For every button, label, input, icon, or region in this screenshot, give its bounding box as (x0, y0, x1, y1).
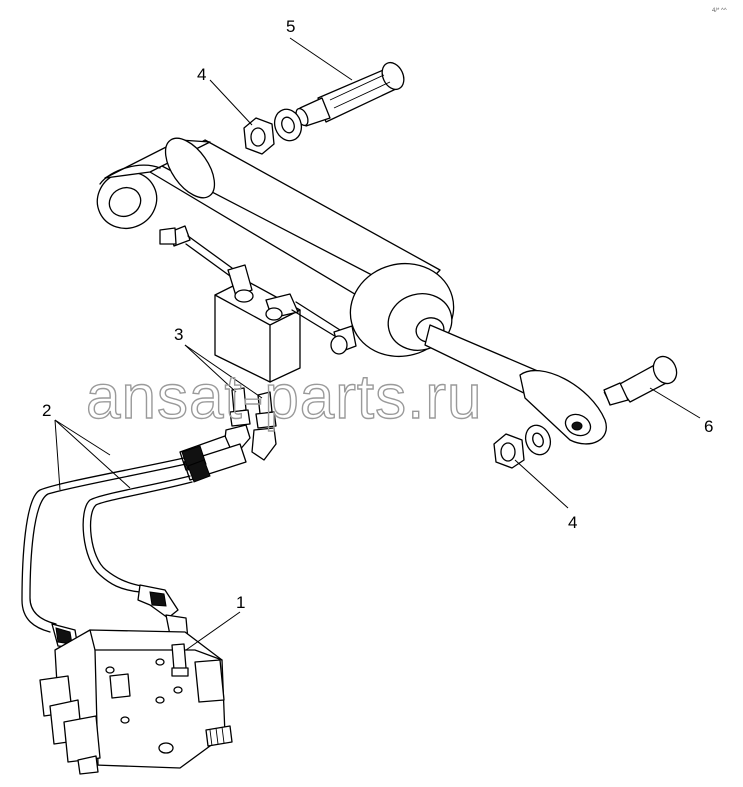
callout-2: 2 (42, 401, 51, 420)
hydraulic-cylinder (96, 137, 607, 445)
callout-1: 1 (236, 593, 245, 612)
callout-4-top: 4 (197, 65, 206, 84)
pin-5 (295, 61, 405, 127)
hydraulic-hoses-2 (21, 435, 247, 691)
callout-4-bottom: 4 (568, 513, 577, 532)
callout-leaders (54, 37, 701, 651)
watermark: ansat-parts.ru (86, 363, 483, 432)
nut-4-top (243, 117, 275, 155)
control-valve-1 (39, 629, 233, 775)
washer-bottom (524, 424, 552, 456)
callout-5: 5 (286, 17, 295, 36)
pin-6 (603, 355, 678, 406)
callout-6: 6 (704, 417, 713, 436)
cylinder-valve-block (214, 264, 301, 383)
adapter-fittings-3 (223, 387, 277, 461)
washer-top (273, 108, 303, 142)
callout-3: 3 (174, 325, 183, 344)
corner-mark: 4/* ^^ (712, 8, 727, 14)
nut-4-bottom (493, 433, 525, 469)
cylinder-tubes (159, 225, 357, 355)
